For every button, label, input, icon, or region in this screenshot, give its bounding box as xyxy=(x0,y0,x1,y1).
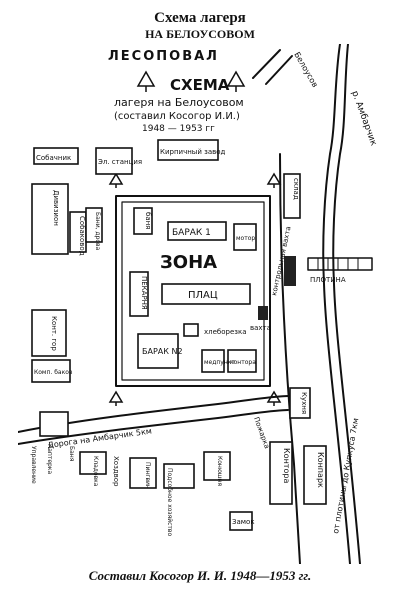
khleborezka-box xyxy=(183,323,199,337)
upravlenie-box xyxy=(39,411,69,437)
plotina-label: ПЛОТИНА xyxy=(310,276,346,284)
kontora-zone-box xyxy=(227,349,257,373)
page-subtitle: НА БЕЛОУСОВОМ xyxy=(145,27,255,41)
drawing-title-1: СХЕМА xyxy=(170,76,230,94)
kompbakov-label: Комп. баков xyxy=(34,369,73,376)
vanna-label: Бани, дрова xyxy=(94,212,101,251)
drawing-title-2: лагеря на Белоусовом xyxy=(114,96,244,109)
medpunkt-box xyxy=(201,349,225,373)
pinguin-box xyxy=(129,457,157,489)
barrack2-box xyxy=(137,333,179,369)
road-belousov-label: Белоусов xyxy=(292,51,320,90)
pozharka-label: Пожарка xyxy=(252,416,271,450)
konpark-box xyxy=(303,445,327,505)
pekarnya-label: ПЕКАРНЯ xyxy=(140,276,148,310)
road-north xyxy=(252,49,281,79)
kontarka-box xyxy=(269,441,293,505)
khleborezka-label: хлеборезка xyxy=(204,328,247,336)
elstanciya-label: Эл. станция xyxy=(98,158,142,166)
kuhnya-box xyxy=(289,387,311,419)
podsobnoe-box xyxy=(163,463,195,489)
sobakovod-label: Собаковод xyxy=(78,216,86,256)
kirpich-label: Кирпичный завод xyxy=(160,148,226,156)
bania-box xyxy=(133,207,153,235)
elstanciya-box xyxy=(95,147,133,175)
camp-map: ЛЕСОПОВАЛ СХЕМА лагеря на Белоусовом (со… xyxy=(18,44,379,564)
motor-box xyxy=(233,223,257,251)
zone-label: ЗОНА xyxy=(160,252,217,273)
drawing-title-4: 1948 — 1953 гг xyxy=(142,124,215,134)
hanka-label: Каптерка xyxy=(46,444,53,474)
vanna-box xyxy=(85,207,103,243)
podsobnoe-label: Подсобное хозяйство xyxy=(166,468,173,536)
kuhnya-label: Кухня xyxy=(300,392,308,414)
plac-label: ПЛАЦ xyxy=(188,290,218,301)
divizion-label: Дивизион xyxy=(52,190,60,226)
river-line-1 xyxy=(322,44,351,564)
konyushnya-label: Конюшня xyxy=(216,456,223,486)
drawing-title-3: (составил Косогор И.И.) xyxy=(114,111,240,122)
olinka-label: Кладовка xyxy=(92,456,99,487)
kontgor-label: Конт. гор xyxy=(50,316,58,351)
pekarnya-box xyxy=(129,271,149,317)
upravlenie-label: Управление xyxy=(30,446,37,484)
barrack1-box xyxy=(167,221,227,241)
caption: Составил Косогор И. И. 1948—1953 гг. xyxy=(88,568,312,583)
kontgor-box xyxy=(31,309,67,357)
river-line-2 xyxy=(332,44,361,564)
zamok-label: Замок xyxy=(232,518,255,526)
sobachnik-label: Собачник xyxy=(36,154,71,162)
konpark-label: Конпарк xyxy=(316,452,325,488)
zone-fence xyxy=(115,195,271,387)
page-title: Схема лагеря xyxy=(154,10,246,26)
pinguin-label: Пингвин xyxy=(144,462,151,489)
zone-motor-label: мотор xyxy=(236,235,255,242)
trees xyxy=(108,70,282,406)
barrack2-label: БАРАК N2 xyxy=(142,347,183,356)
sklad-box xyxy=(283,173,301,219)
barrack1-label: БАРАК 1 xyxy=(172,228,211,238)
sobachnik-box xyxy=(33,147,79,165)
konyushnya-box xyxy=(203,451,231,481)
divizion-box xyxy=(31,183,69,255)
hatch-block-2 xyxy=(258,306,268,320)
bokov-label: Баня xyxy=(68,446,75,462)
kontora-zone-label: контора xyxy=(230,359,256,366)
vakhta-label: вахта xyxy=(250,324,271,332)
zamok-box xyxy=(229,511,253,531)
khozdvor-label: Хоздвор xyxy=(112,456,120,487)
dam xyxy=(307,257,373,271)
plac-box xyxy=(161,283,251,305)
kompbakov-box xyxy=(31,359,71,383)
olinka-box xyxy=(79,451,107,475)
sklad-label: склад xyxy=(292,178,300,200)
river-label: р. Амбарчик xyxy=(349,90,378,148)
kirpich-box xyxy=(157,139,219,161)
bania-label: баня xyxy=(144,212,152,229)
kontarka-label: Контора xyxy=(282,448,291,483)
forest-label: ЛЕСОПОВАЛ xyxy=(108,49,219,64)
medpunkt-label: медпункт xyxy=(204,359,235,366)
hatch-block-1 xyxy=(284,256,296,286)
